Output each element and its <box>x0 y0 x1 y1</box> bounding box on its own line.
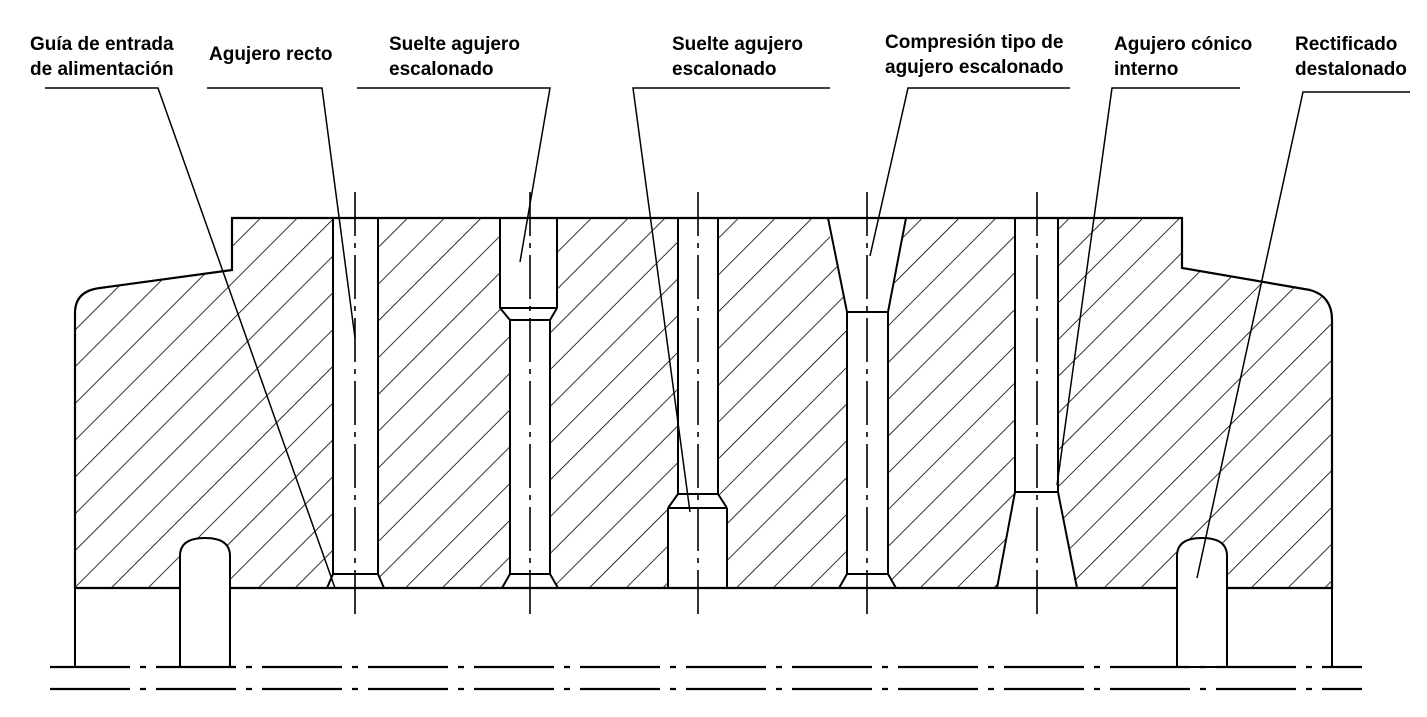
label-feed-guide-line-2: de alimentación <box>30 59 174 80</box>
press-frame <box>74 588 1333 667</box>
label-stepped-loose-1-line-2: escalonado <box>389 59 494 80</box>
leader-internal-conical <box>1056 87 1240 486</box>
label-feed-guide-line-1: Guía de entrada <box>30 34 174 55</box>
hole-edges <box>326 217 1078 589</box>
label-stepped-loose-1: Suelte agujero escalonado <box>389 34 525 80</box>
guide-pins <box>179 536 1228 668</box>
label-stepped-compression-line-2: agujero escalonado <box>885 57 1063 78</box>
internal-conical-hole-edges <box>996 218 1078 589</box>
label-straight-hole-line-1: Agujero recto <box>209 44 333 65</box>
leader-lines <box>45 87 1410 589</box>
label-stepped-compression: Compresión tipo de agujero escalonado <box>885 32 1069 78</box>
leader-stepped-loose-1 <box>357 87 551 263</box>
leader-feed-guide <box>45 87 336 589</box>
label-relief-grinding-line-1: Rectificado <box>1295 34 1397 55</box>
label-stepped-loose-2-line-2: escalonado <box>672 59 777 80</box>
base-reference-lines <box>50 665 1362 691</box>
leader-straight-hole <box>207 87 356 339</box>
label-relief-grinding: Rectificado destalonado <box>1295 34 1407 80</box>
label-stepped-compression-line-1: Compresión tipo de <box>885 32 1063 53</box>
right-guide-pin <box>1176 536 1228 668</box>
leader-stepped-compression <box>869 87 1070 257</box>
label-stepped-loose-1-line-1: Suelte agujero <box>389 34 520 55</box>
label-relief-grinding-line-2: destalonado <box>1295 59 1407 80</box>
label-internal-conical-line-1: Agujero cónico <box>1114 34 1252 55</box>
callout-labels: Guía de entrada de alimentación Agujero … <box>30 32 1407 80</box>
label-internal-conical-line-2: interno <box>1114 59 1178 80</box>
compression-stepped-hole-edges <box>827 217 907 589</box>
leader-stepped-loose-2 <box>632 87 830 513</box>
leader-relief-grinding <box>1196 91 1410 579</box>
label-straight-hole: Agujero recto <box>209 44 333 65</box>
die-body <box>73 216 1334 590</box>
center-lines <box>354 192 1038 620</box>
label-feed-guide: Guía de entrada de alimentación <box>30 34 179 80</box>
stepped-loose-hole-2-edges <box>667 218 728 588</box>
label-internal-conical: Agujero cónico interno <box>1114 34 1258 80</box>
label-stepped-loose-2-line-1: Suelte agujero <box>672 34 803 55</box>
left-guide-pin <box>179 536 231 668</box>
label-stepped-loose-2: Suelte agujero escalonado <box>672 34 808 80</box>
stepped-loose-hole-1-edges <box>499 218 559 589</box>
